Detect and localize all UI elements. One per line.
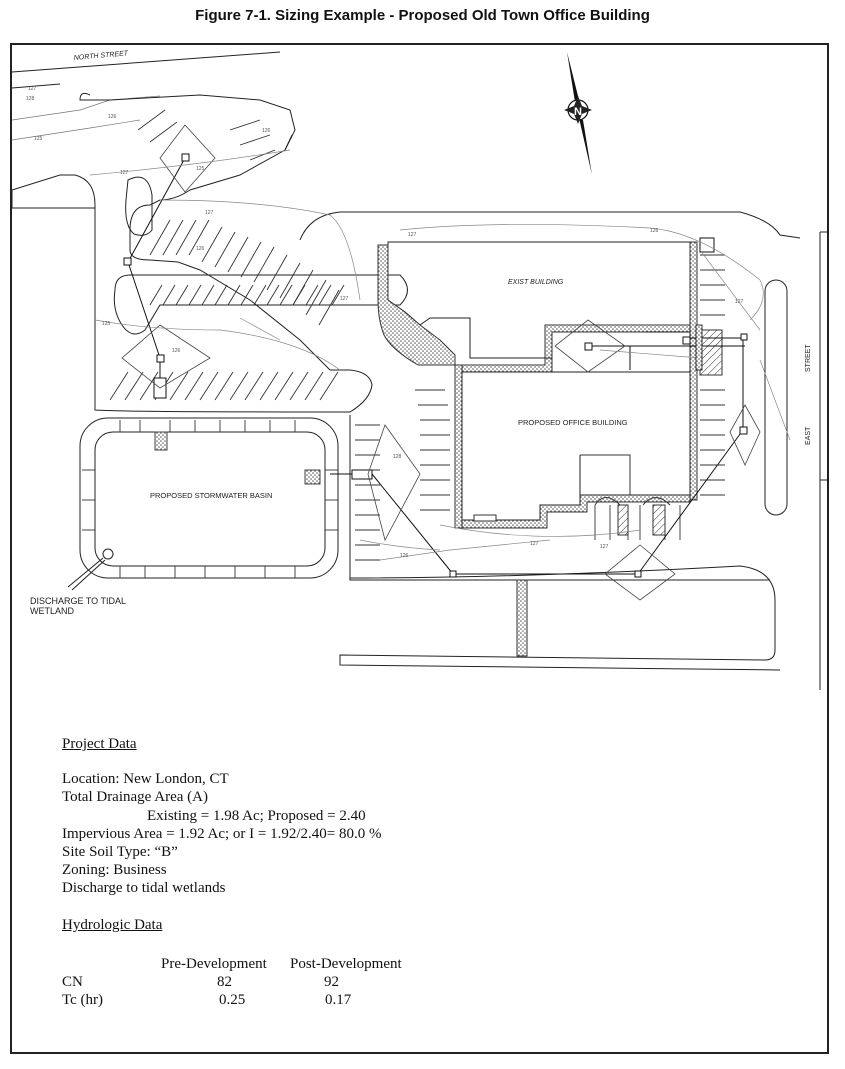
svg-text:127: 127 bbox=[340, 296, 349, 302]
svg-text:126: 126 bbox=[400, 553, 409, 559]
discharge-pipe bbox=[67, 557, 104, 588]
svg-text:126: 126 bbox=[262, 128, 271, 134]
svg-text:125: 125 bbox=[102, 321, 111, 327]
row-label: Tc (hr) bbox=[62, 992, 104, 1008]
parking-lot-outline bbox=[11, 92, 373, 413]
svg-text:126: 126 bbox=[650, 228, 659, 234]
svg-text:127: 127 bbox=[28, 86, 37, 92]
exist-building-label: EXIST BUILDING bbox=[508, 279, 564, 286]
col-post-header: Post-Development bbox=[290, 956, 402, 972]
svg-text:126: 126 bbox=[172, 348, 181, 354]
north-arrow-letter: N bbox=[574, 106, 582, 118]
existing-area-line: Existing = 1.98 Ac; Proposed = 2.40 bbox=[147, 808, 366, 824]
proposed-basin-label: PROPOSED STORMWATER BASIN bbox=[150, 491, 272, 500]
outlet-structure bbox=[102, 548, 114, 560]
row-label: CN bbox=[62, 974, 83, 990]
median-island bbox=[764, 279, 788, 516]
soil-type-value: “B” bbox=[154, 844, 178, 860]
stormwater-basin-inner bbox=[94, 431, 326, 567]
svg-text:126: 126 bbox=[196, 246, 205, 252]
svg-text:127: 127 bbox=[735, 299, 744, 305]
north-street-label: NORTH STREET bbox=[74, 50, 129, 62]
hatched-area bbox=[699, 329, 723, 376]
figure-title: Figure 7-1. Sizing Example - Proposed Ol… bbox=[195, 7, 650, 24]
svg-text:125: 125 bbox=[196, 166, 205, 172]
parking-island bbox=[113, 274, 408, 335]
svg-text:127: 127 bbox=[530, 541, 539, 547]
street-label: STREET bbox=[805, 344, 812, 372]
total-area-line: Total Drainage Area (A) bbox=[62, 789, 208, 805]
col-pre-header: Pre-Development bbox=[161, 956, 267, 972]
discharge-line: Discharge to tidal wetlands bbox=[62, 880, 226, 896]
drainage-diamonds bbox=[121, 124, 761, 601]
stormwater-basin-outer bbox=[79, 417, 339, 579]
row-post-value: 92 bbox=[324, 974, 339, 990]
hydrologic-data-heading: Hydrologic Data bbox=[62, 917, 163, 933]
location-line: Location: New London, CT bbox=[62, 771, 229, 787]
svg-text:125: 125 bbox=[34, 136, 43, 142]
svg-text:127: 127 bbox=[120, 170, 129, 176]
svg-text:127: 127 bbox=[408, 232, 417, 238]
discharge-label-line-1: DISCHARGE TO TIDAL bbox=[30, 596, 126, 606]
svg-text:127: 127 bbox=[205, 210, 214, 216]
project-data-heading: Project Data bbox=[62, 736, 137, 752]
svg-text:128: 128 bbox=[393, 454, 402, 460]
north-street-line bbox=[11, 51, 281, 73]
svg-text:127: 127 bbox=[600, 544, 609, 550]
water-quality-unit bbox=[351, 469, 373, 480]
svg-text:126: 126 bbox=[108, 114, 117, 120]
impervious-line: Impervious Area = 1.92 Ac; or I = 1.92/2… bbox=[62, 826, 382, 842]
row-pre-value: 0.25 bbox=[219, 992, 246, 1008]
soil-type-line: Site Soil Type: “B” bbox=[62, 843, 178, 861]
discharge-label-line-2: WETLAND bbox=[30, 606, 75, 616]
east-label: EAST bbox=[805, 426, 812, 445]
svg-text:128: 128 bbox=[26, 96, 35, 102]
row-pre-value: 82 bbox=[217, 974, 232, 990]
contour-labels: 127 128 126 125 127 126 125 127 126 125 … bbox=[26, 86, 744, 559]
parking-stalls-upper bbox=[109, 109, 345, 401]
proposed-office-label: PROPOSED OFFICE BUILDING bbox=[518, 418, 628, 427]
row-post-value: 0.17 bbox=[325, 992, 352, 1008]
zoning-line: Zoning: Business bbox=[62, 862, 167, 878]
north-arrow: N bbox=[564, 52, 592, 175]
soil-type-label: Site Soil Type: bbox=[62, 844, 155, 860]
site-plan: N NORTH STREET EXIST BUILDING PROPOSED O… bbox=[11, 50, 829, 690]
